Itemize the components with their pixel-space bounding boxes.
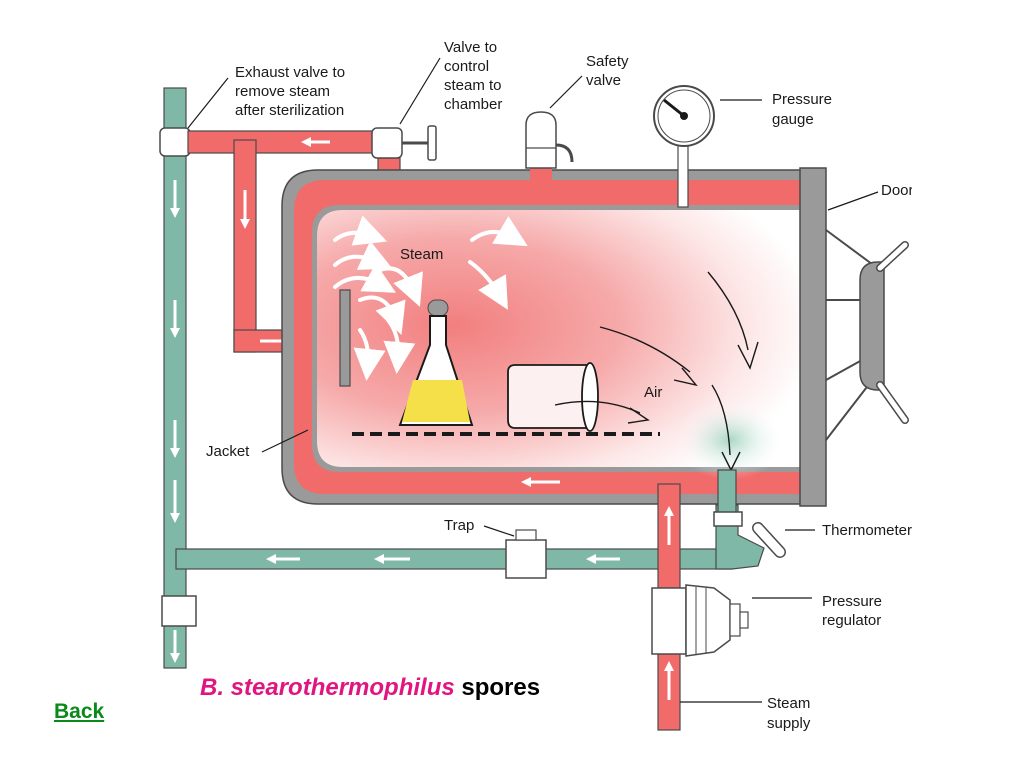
condensate-glow xyxy=(675,400,785,480)
label-safety-valve: Safety valve xyxy=(586,53,633,89)
pressure-gauge xyxy=(653,85,715,208)
caption: B. stearothermophilus spores xyxy=(200,674,540,702)
pressure-regulator xyxy=(651,584,749,657)
label-door: Door xyxy=(881,182,914,199)
leader-lines xyxy=(187,57,879,703)
steam-trap xyxy=(505,529,547,579)
control-valve xyxy=(371,125,437,161)
label-steam-supply: Steam supply xyxy=(767,695,815,732)
label-thermometer: Thermometer xyxy=(822,522,912,539)
label-trap: Trap xyxy=(444,517,474,534)
label-exhaust-valve: Exhaust valve to remove steam after ster… xyxy=(235,64,349,119)
steam-baffle xyxy=(339,289,351,387)
autoclave-door xyxy=(799,167,909,507)
safety-valve xyxy=(525,111,574,184)
air-flow-arrows xyxy=(554,271,759,472)
label-pressure-regulator: Pressure regulator xyxy=(822,593,886,629)
right-crop-edge xyxy=(912,30,1024,730)
drain-pipe-left xyxy=(163,87,187,669)
back-link[interactable]: Back xyxy=(54,700,105,723)
label-air: Air xyxy=(644,384,662,401)
label-jacket: Jacket xyxy=(206,443,250,460)
drain-valve-block xyxy=(161,595,197,627)
tipped-beaker xyxy=(507,362,599,432)
thermometer xyxy=(713,511,786,558)
label-control-valve: Valve to control steam to chamber xyxy=(444,39,506,113)
erlenmeyer-flask xyxy=(398,299,474,426)
caption-organism: B. stearothermophilus xyxy=(200,674,455,701)
label-pressure-gauge: Pressure gauge xyxy=(772,91,836,128)
exhaust-valve xyxy=(159,127,191,157)
steam-flow-arrows xyxy=(333,215,528,381)
label-steam: Steam xyxy=(400,246,443,263)
caption-rest: spores xyxy=(454,674,541,701)
